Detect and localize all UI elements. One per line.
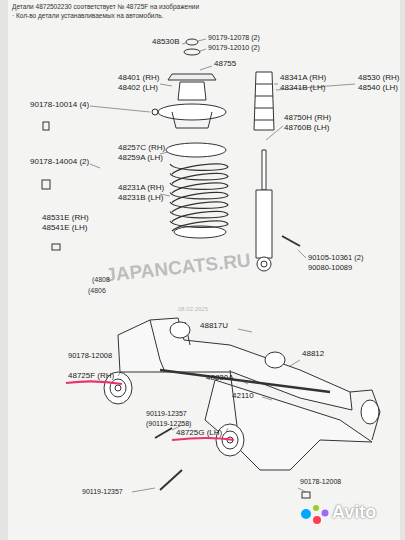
part-number: 90178-14004 (2) — [30, 158, 89, 167]
part-number: 90179-12010 (2) — [208, 44, 260, 52]
marker-underline — [66, 381, 122, 384]
part-number: 90105-10361 (2) — [308, 254, 363, 262]
part-number: 48341B (LH) — [280, 84, 325, 93]
part-number: 48750H (RH) — [284, 114, 331, 123]
part-number: 48231B (LH) — [118, 194, 163, 203]
part-number: 48725F (RH) — [68, 372, 114, 381]
part-number: 90178-12008 — [68, 352, 112, 360]
part-number: (90119-12258) — [146, 420, 191, 428]
note-text: Детали 4872502230 соответствует № 48725F… — [12, 3, 199, 10]
part-number: 48341A (RH) — [280, 74, 326, 83]
part-number: (4808 — [92, 276, 110, 284]
coil-winding — [170, 202, 228, 212]
part-number: 90119-12357 — [146, 410, 187, 418]
coil-winding — [170, 221, 228, 231]
part-number: 42110 — [232, 392, 254, 401]
part-number: 90119-12357 — [82, 488, 123, 496]
part-number: 48402 (LH) — [118, 84, 158, 93]
part-number: (4806 — [88, 287, 106, 295]
part-number: 90178-10014 (4) — [30, 101, 89, 110]
paper — [8, 0, 400, 540]
part-number: 48812 — [302, 350, 324, 359]
part-number: 90178-12008 — [300, 478, 341, 486]
part-number: 90179-12078 (2) — [208, 34, 260, 42]
note-text: · Кол-во детали устанавливаемых на автом… — [12, 12, 164, 19]
coil-spring — [170, 164, 228, 231]
part-number: 48540 (LH) — [358, 84, 398, 93]
part-number: 48531E (RH) — [42, 214, 89, 223]
coil-winding — [170, 183, 228, 193]
coil-winding — [170, 211, 228, 221]
coil-winding — [170, 192, 228, 202]
part-number: 48259A (LH) — [118, 154, 163, 163]
watermark-date: 08.02.2025 — [178, 306, 208, 313]
part-number: 48231A (RH) — [118, 184, 164, 193]
part-number: 48530B — [152, 38, 180, 47]
part-number: 48725G (LH) — [176, 429, 222, 438]
parts — [42, 39, 380, 498]
part-number: 48530 (RH) — [358, 74, 399, 83]
avito-watermark: Avito — [332, 503, 376, 523]
coil-winding — [170, 173, 228, 183]
coil-winding — [170, 164, 228, 174]
part-number: 90080-10089 — [308, 264, 352, 272]
part-number: 48541E (LH) — [42, 224, 87, 233]
part-number: 48830A — [206, 374, 234, 383]
marker-underline — [172, 438, 234, 440]
part-number: 48755 — [214, 60, 236, 69]
part-number: 48401 (RH) — [118, 74, 159, 83]
part-number: 48817U — [200, 322, 228, 331]
part-number: 48760B (LH) — [284, 124, 329, 133]
part-number: 48257C (RH) — [118, 144, 165, 153]
avito-logo — [301, 505, 329, 524]
